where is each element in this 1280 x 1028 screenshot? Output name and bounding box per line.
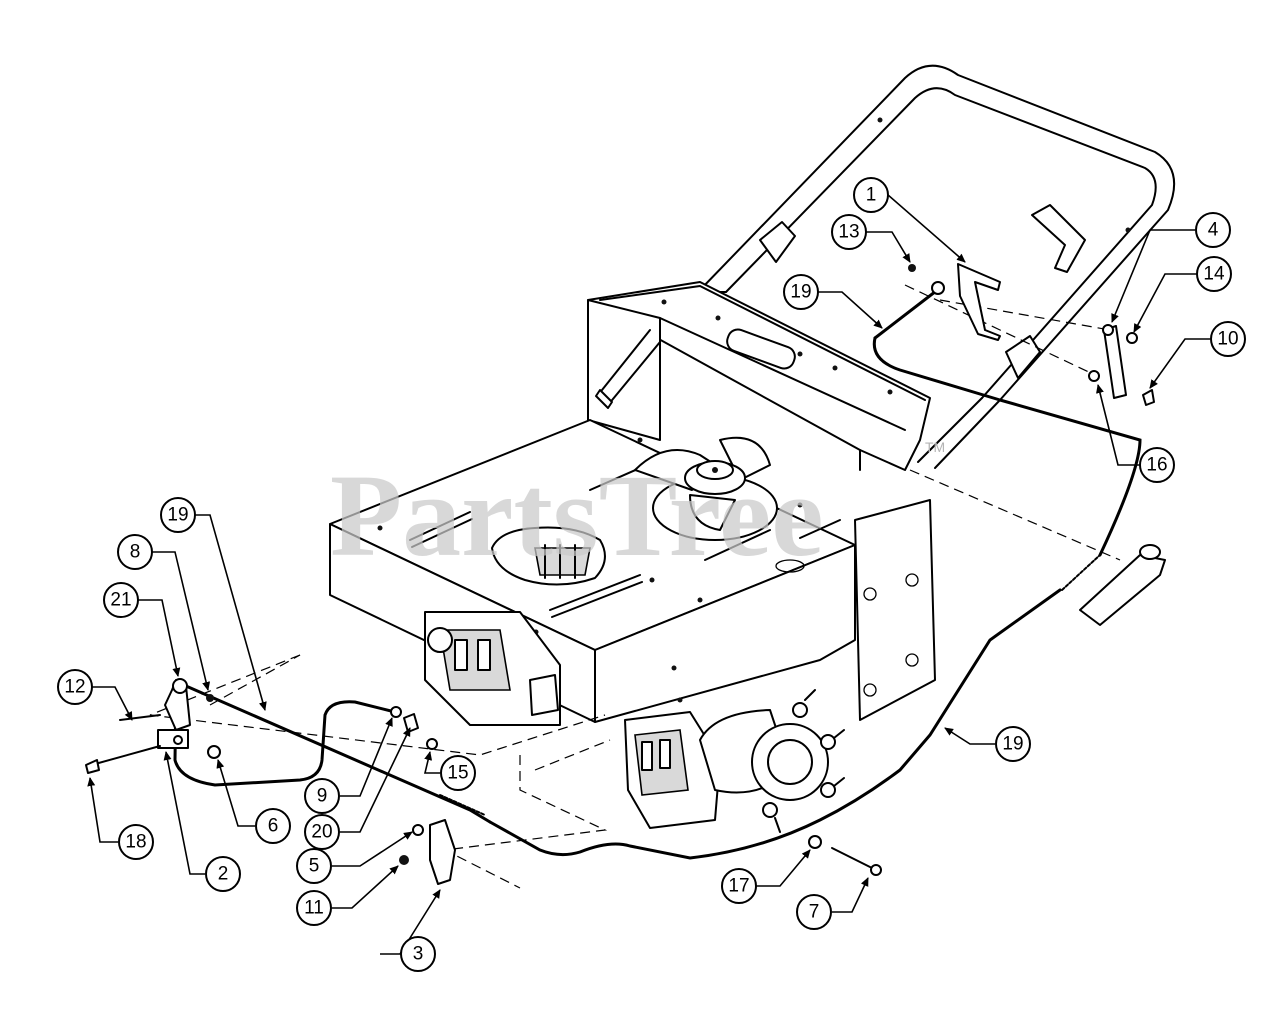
callout-10: 10	[1210, 321, 1246, 357]
handle-bracket-left	[759, 221, 796, 263]
control-cables	[173, 281, 1142, 860]
svg-text:6: 6	[268, 816, 279, 837]
callout-4: 4	[1195, 212, 1231, 248]
callout-19-top: 19	[783, 274, 819, 310]
bracket-part-2	[157, 729, 189, 749]
svg-text:5: 5	[309, 856, 320, 877]
svg-text:11: 11	[304, 898, 324, 919]
svg-text:12: 12	[64, 677, 85, 698]
svg-text:14: 14	[1203, 264, 1225, 285]
svg-text:20: 20	[311, 822, 332, 843]
svg-text:10: 10	[1217, 329, 1238, 350]
svg-text:7: 7	[809, 902, 820, 923]
callout-7: 7	[796, 894, 832, 930]
callout-3: 3	[400, 936, 436, 972]
bracket-part-3	[429, 819, 456, 885]
callout-16: 16	[1139, 447, 1175, 483]
small-parts	[85, 263, 1166, 885]
svg-text:19: 19	[167, 505, 188, 526]
svg-text:18: 18	[125, 832, 146, 853]
fan-pulley	[634, 436, 778, 541]
callout-20: 20	[304, 814, 340, 850]
handle-bracket-mid	[1005, 335, 1041, 379]
callout-15: 15	[440, 755, 476, 791]
svg-text:3: 3	[413, 944, 424, 965]
callout-2: 2	[205, 856, 241, 892]
callout-17: 17	[721, 868, 757, 904]
callout-1: 1	[853, 177, 889, 213]
callout-13: 13	[831, 214, 867, 250]
hydro-pump-right	[624, 689, 845, 833]
hydro-pump-left	[424, 611, 561, 726]
svg-text:16: 16	[1146, 455, 1167, 476]
svg-text:2: 2	[218, 864, 229, 885]
lever-part-1	[957, 263, 1001, 341]
bracket-part-4	[1103, 325, 1127, 399]
svg-text:15: 15	[447, 763, 468, 784]
callout-18: 18	[118, 824, 154, 860]
leader-lines	[87, 194, 1210, 955]
handle-bracket-right	[1031, 204, 1086, 273]
callout-14: 14	[1196, 256, 1232, 292]
callout-19-left: 19	[160, 497, 196, 533]
assembly-lines	[149, 284, 1121, 889]
callout-8: 8	[117, 534, 153, 570]
callout-6: 6	[255, 808, 291, 844]
dash-panel	[587, 281, 931, 471]
svg-text:8: 8	[130, 542, 141, 563]
watermark-tm: TM	[925, 439, 945, 455]
callout-11: 11	[296, 890, 332, 926]
svg-text:9: 9	[317, 786, 328, 807]
svg-text:19: 19	[790, 282, 811, 303]
watermark: PartsTree TM	[330, 439, 945, 581]
svg-text:1: 1	[866, 185, 877, 206]
handle-bar	[689, 64, 1176, 469]
idler-arm	[1079, 554, 1166, 626]
svg-text:21: 21	[110, 590, 131, 611]
svg-text:4: 4	[1208, 220, 1219, 241]
callout-9: 9	[304, 778, 340, 814]
callout-19-right: 19	[995, 726, 1031, 762]
svg-text:13: 13	[838, 222, 859, 243]
callout-5: 5	[296, 848, 332, 884]
callout-21: 21	[103, 582, 139, 618]
watermark-text: PartsTree	[330, 450, 824, 581]
svg-text:17: 17	[728, 876, 749, 897]
svg-text:19: 19	[1002, 734, 1023, 755]
callout-12: 12	[57, 669, 93, 705]
